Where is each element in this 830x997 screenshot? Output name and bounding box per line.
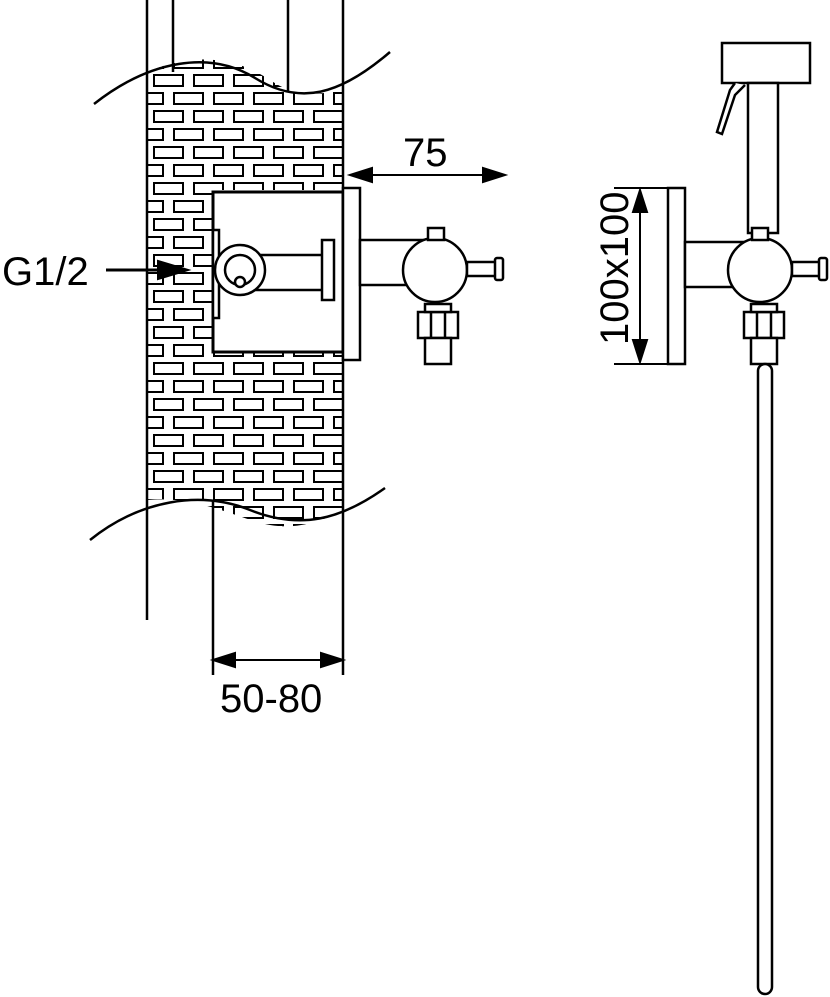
- break-line-bottom: [89, 486, 386, 541]
- wall-section: [89, 0, 391, 675]
- brick-lower: [147, 352, 343, 527]
- brick-upper: [147, 59, 343, 191]
- wall-flange: [341, 186, 362, 362]
- fixture-side-view: [666, 41, 829, 996]
- dimension-label-100x100: 100x100: [593, 192, 637, 345]
- side-flange: [666, 186, 687, 366]
- holder-bracket: [720, 41, 812, 85]
- dimension-lines: [106, 166, 668, 669]
- dimension-label-75: 75: [403, 131, 448, 175]
- valve-body: [401, 236, 469, 304]
- dimension-label-50-80: 50-80: [220, 677, 322, 721]
- side-valve-body: [726, 236, 794, 304]
- hose: [756, 362, 774, 996]
- fixture-front-view: [211, 186, 505, 366]
- dimension-label-g1-2: G1/2: [2, 250, 89, 294]
- hose-nut: [416, 310, 460, 340]
- break-line-top: [93, 51, 391, 105]
